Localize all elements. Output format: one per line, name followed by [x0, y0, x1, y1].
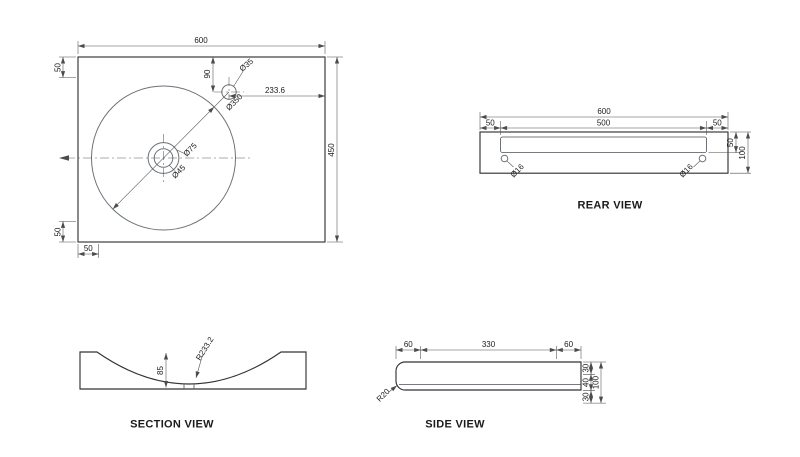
dim-side-height-stack: 30 40 30 100: [582, 361, 606, 404]
section-drain: [183, 384, 195, 389]
leader-line: [168, 164, 175, 171]
dim-hole-to-top-90: 90: [203, 57, 216, 92]
dim-bowl-dia-350: Ø350: [112, 91, 245, 210]
dim-text-waste-inner: Ø45: [170, 163, 187, 180]
dim-text-recess-depth: 50: [726, 138, 735, 147]
callout-mount-hole-left: Ø16: [506, 160, 526, 179]
side-view-label: SIDE VIEW: [425, 419, 485, 431]
dim-text-recess-offset-right: 50: [713, 118, 722, 127]
leader-line: [506, 160, 514, 168]
callout-waste-outer-dia: Ø75: [176, 141, 199, 158]
dim-text-h-mid: 40: [582, 378, 591, 387]
rear-recess: [500, 136, 707, 154]
dim-plan-offset-bottom-50: 50: [77, 244, 99, 258]
dim-text-offset-top-left: 50: [54, 63, 63, 72]
dim-text-hole-left-dia: Ø16: [509, 162, 526, 179]
side-outline: [395, 361, 582, 391]
leader-line: [693, 160, 701, 168]
dim-text-recess-offset-left: 50: [486, 118, 495, 127]
leader-line: [214, 91, 230, 108]
dim-text-seg-mid: 330: [482, 340, 496, 349]
dim-plan-offset-top-left-50: 50: [54, 56, 76, 78]
dim-text-rear-height: 100: [738, 146, 747, 160]
callout-corner-radius: R20: [375, 385, 398, 404]
side-view: 60 330 60 30 40 30 100 R20 SIDE VIEW: [375, 340, 606, 431]
callout-mount-hole-right: Ø16: [678, 160, 701, 179]
mount-hole-right: [698, 154, 707, 163]
dim-text-h-top: 30: [582, 363, 591, 372]
callout-tap-hole-dia: Ø35: [233, 56, 256, 87]
rear-view: 600 50 500 50 50 100 Ø16 Ø16 REAR VIEW: [479, 107, 751, 212]
dim-text-waste-outer: Ø75: [182, 141, 199, 158]
dim-text-h-bottom: 30: [582, 392, 591, 401]
dim-plan-offset-bottom-left-50: 50: [54, 221, 76, 243]
callout-bowl-radius: R233.2: [194, 335, 216, 379]
leader-line: [176, 149, 186, 155]
dim-text-corner-radius: R20: [375, 386, 392, 403]
dim-text-plan-height: 450: [327, 143, 336, 157]
dim-text-hole-to-edge: 233.6: [265, 86, 286, 95]
ext-line: [395, 346, 582, 359]
section-view-label: SECTION VIEW: [130, 419, 214, 431]
dim-text-offset-bottom: 50: [84, 244, 93, 253]
leader-line: [233, 71, 244, 87]
dim-text-plan-width: 600: [194, 36, 208, 45]
dim-text-seg-front: 60: [404, 340, 413, 349]
dim-text-hole-right-dia: Ø16: [678, 162, 695, 179]
mount-hole-left: [500, 154, 509, 163]
dim-plan-height-450: 450: [327, 56, 343, 243]
dim-text-bowl-depth: 85: [156, 366, 165, 375]
dim-line: [112, 106, 215, 210]
plan-outline: [77, 56, 326, 243]
leader-line: [388, 385, 398, 393]
callout-waste-inner-dia: Ø45: [168, 163, 188, 180]
section-view: 85 R233.2 SECTION VIEW: [79, 335, 307, 431]
dim-side-top-row: 60 330 60: [395, 340, 582, 359]
dim-text-rear-width: 600: [597, 107, 611, 116]
dim-text-bowl-radius: R233.2: [194, 335, 216, 362]
rear-view-label: REAR VIEW: [577, 200, 642, 212]
dim-text-seg-rear: 60: [564, 340, 573, 349]
dim-rear-heights: 50 100: [708, 131, 751, 174]
centerline-arrow-icon: [59, 155, 69, 161]
dim-text-recess-width: 500: [597, 118, 611, 127]
dim-rear-recess-row: 50 500 50: [480, 118, 728, 135]
dim-text-tap-hole-dia: Ø35: [238, 56, 256, 73]
section-outline: [79, 351, 307, 390]
dim-hole-to-edge-233: 233.6: [229, 86, 325, 99]
dim-text-side-height: 100: [592, 375, 601, 389]
leader-line: [195, 354, 203, 379]
dim-text-bowl-dia: Ø350: [224, 92, 245, 113]
dim-text-hole-to-top: 90: [203, 69, 212, 78]
dim-bowl-depth-85: 85: [156, 353, 169, 388]
dim-text-offset-bottom-left: 50: [54, 227, 63, 236]
dim-plan-width-600: 600: [77, 36, 326, 54]
plan-view: 600 450 50 50 50 233.6 90: [54, 36, 343, 258]
